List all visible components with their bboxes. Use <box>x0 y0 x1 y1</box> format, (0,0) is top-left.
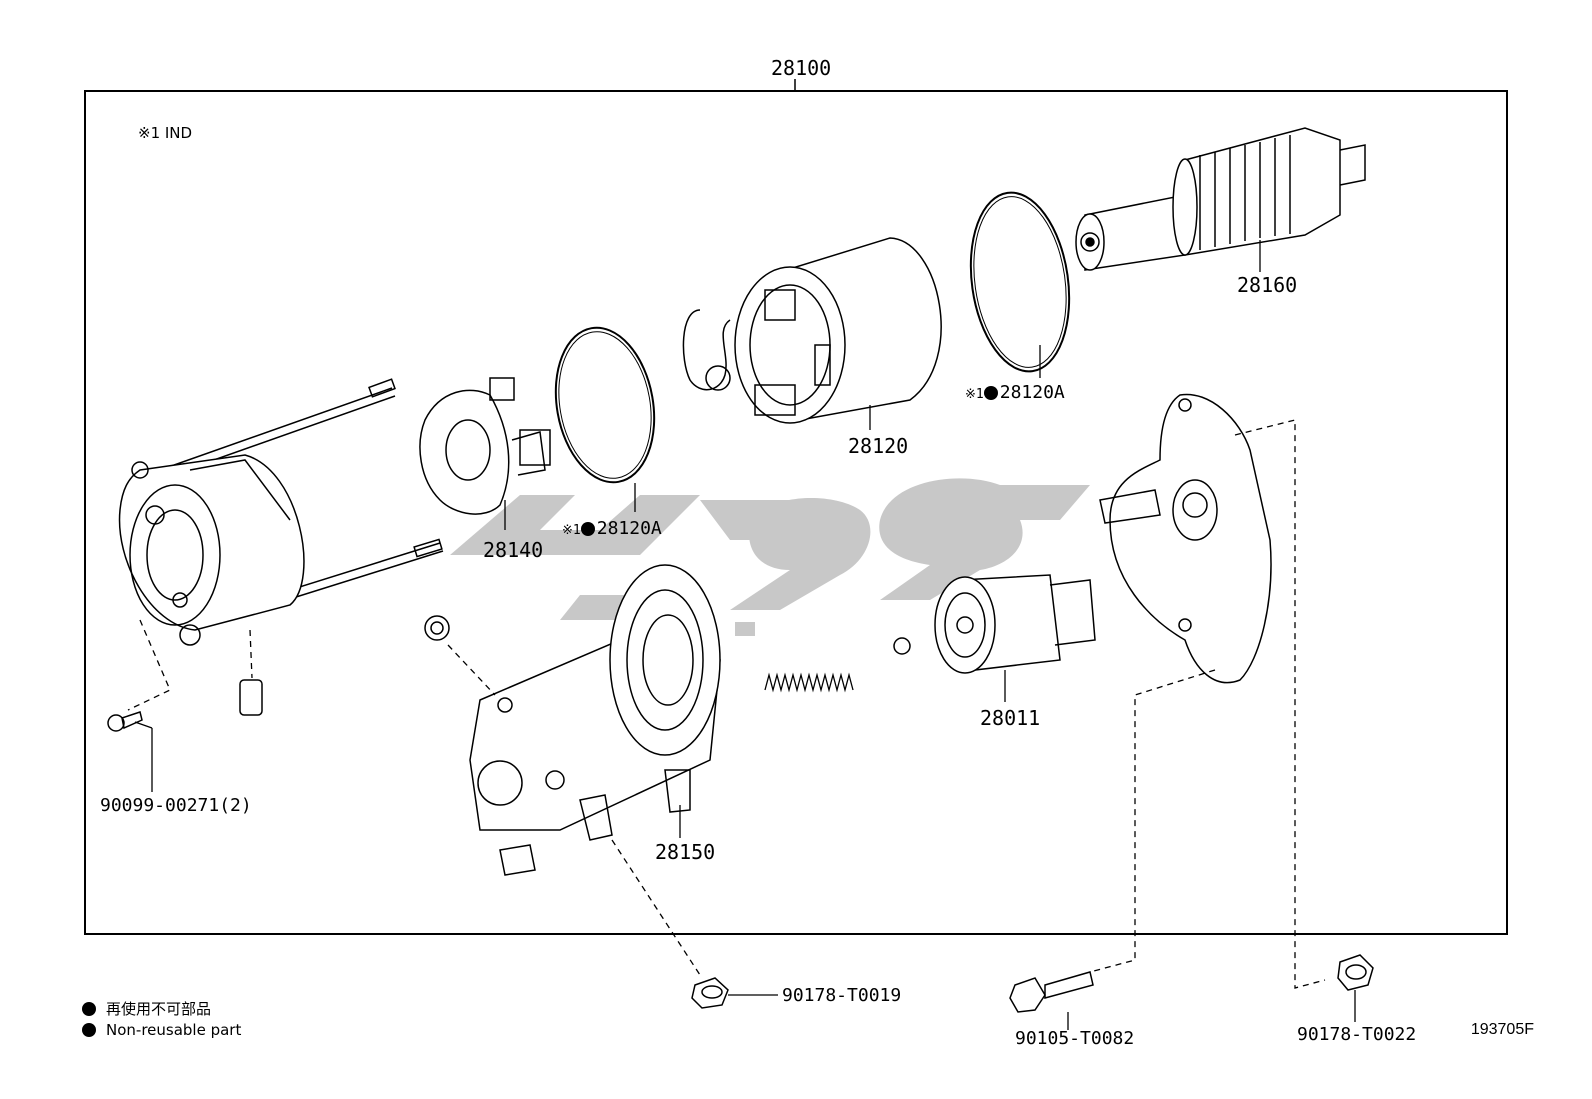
legend-japanese-text: 再使用不可部品 <box>106 1000 212 1018</box>
housing-dashed <box>447 644 496 696</box>
part-number: 28120A <box>999 382 1065 403</box>
part-label-90178-t0019: 90178-T0019 <box>782 985 902 1006</box>
part-label-28140: 28140 <box>483 538 544 562</box>
rear-frame-dashed-2 <box>249 629 253 679</box>
rear-frame <box>118 378 444 646</box>
ref-mark: ※1 <box>562 523 581 538</box>
non-reusable-dot <box>580 522 595 536</box>
part-label-28120a-upper: ※1 28120A <box>965 384 1065 402</box>
armature-28160 <box>1075 127 1366 272</box>
assembly-label: 28100 <box>771 56 832 80</box>
part-label-28150: 28150 <box>655 840 716 864</box>
yoke-28120 <box>682 237 942 430</box>
legend-dot <box>82 1002 96 1016</box>
plug-piece <box>239 679 263 716</box>
part-label-90178-t0022: 90178-T0022 <box>1297 1024 1417 1045</box>
part-label-28120: 28120 <box>848 434 909 458</box>
part-label-90105-t0082: 90105-T0082 <box>1015 1028 1135 1049</box>
bolt-90105-t0082 <box>1009 971 1094 1030</box>
legend-english-text: Non-reusable part <box>106 1021 242 1039</box>
o-ring-lower <box>554 326 656 484</box>
nut-90178-t0019 <box>691 977 778 1009</box>
non-reusable-dot <box>983 386 998 400</box>
o-ring-lower-inner <box>558 331 652 479</box>
legend-japanese: 再使用不可部品 <box>82 998 211 1019</box>
legend-english: Non-reusable part <box>82 1021 241 1039</box>
o-ring-inner <box>973 196 1067 368</box>
nut-90178-t0022 <box>1337 954 1374 1022</box>
steel-ball <box>893 637 911 655</box>
ref-mark: ※1 <box>965 387 984 402</box>
o-ring-upper <box>969 191 1071 373</box>
part-label-90099: 90099-00271(2) <box>100 795 252 816</box>
assembly-frame <box>84 90 1508 935</box>
housing-28150 <box>424 564 721 876</box>
drive-dashed-right <box>1234 419 1326 989</box>
screw-90099 <box>107 711 153 792</box>
ind-note: ※1 IND <box>138 124 193 142</box>
legend-dot <box>82 1023 96 1037</box>
part-label-28160: 28160 <box>1237 273 1298 297</box>
rear-frame-dashed <box>127 619 171 711</box>
part-label-28011: 28011 <box>980 706 1041 730</box>
spring <box>764 672 854 693</box>
drive-housing <box>1099 393 1272 684</box>
drive-dashed-left <box>1089 669 1216 973</box>
nut-dashed <box>611 839 701 976</box>
catalog-code: 193705F <box>1470 1021 1534 1038</box>
part-label-28120a-lower: ※1 28120A <box>562 520 662 538</box>
clutch-28011 <box>934 574 1096 702</box>
part-number: 28120A <box>596 518 662 539</box>
brush-holder-28140 <box>419 377 551 530</box>
